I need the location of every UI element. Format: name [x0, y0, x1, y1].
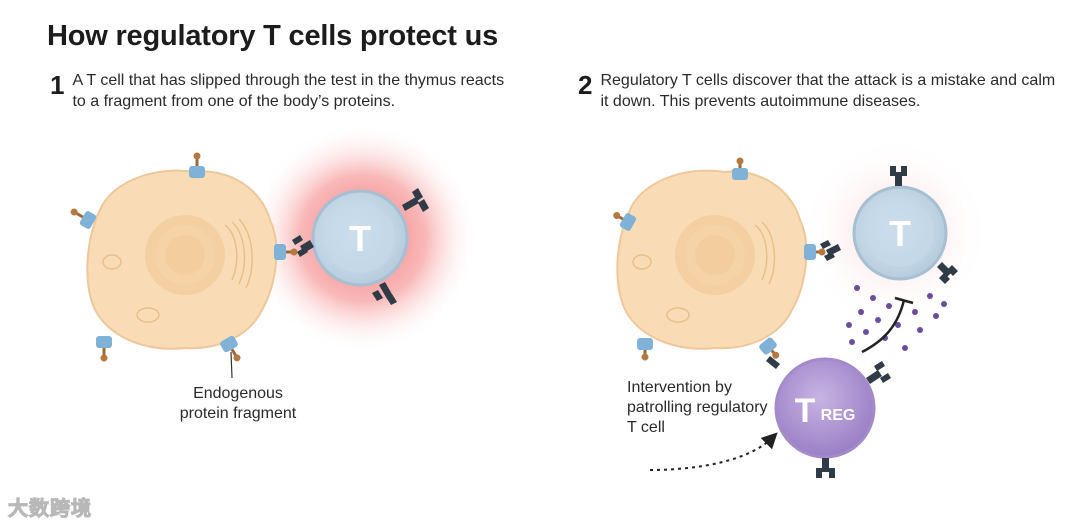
step-1-text: A T cell that has slipped through the te… [72, 72, 505, 110]
step-2-number: 2 [578, 70, 593, 100]
page-title: How regulatory T cells protect us [47, 20, 499, 52]
treg-letter: T [795, 392, 816, 430]
step-1-caption: 1 A T cell that has slipped through the … [50, 68, 512, 112]
panel-2: T T REG [613, 137, 990, 478]
step-2-caption: 2 Regulatory T cells discover that the a… [578, 68, 1065, 112]
organelles-2 [632, 221, 776, 323]
mhc-receptors [70, 152, 298, 362]
fragment-pointer [230, 351, 233, 379]
organelles [102, 218, 253, 323]
intervention-label: Intervention by patrolling regulatory T … [627, 379, 768, 436]
watermark-logo: 大数跨境 [8, 498, 92, 521]
inhibition-arrow [861, 299, 906, 354]
treg-subscript: REG [821, 407, 856, 424]
nucleus [145, 215, 225, 295]
step-2-text: Regulatory T cells discover that the att… [600, 72, 1056, 110]
step-1-number: 1 [50, 70, 65, 100]
t-cell-letter: T [349, 218, 371, 259]
t-cell-receptors [292, 188, 429, 305]
panel-1: T [70, 123, 478, 379]
treg-receptors [766, 356, 891, 478]
t-cell-2: T [852, 185, 948, 281]
intervention-arrow [649, 432, 778, 471]
t-cell: T [311, 189, 409, 287]
treg-cell: T REG [774, 357, 876, 459]
mhc-receptors-2 [613, 157, 826, 361]
cytokine-dots [846, 285, 947, 351]
nucleus-2 [675, 215, 755, 295]
fragment-label: Endogenous protein fragment [179, 385, 297, 422]
t-cell-2-letter: T [889, 213, 911, 254]
inhibition-bar [894, 296, 914, 305]
t-cell-2-receptors [820, 166, 958, 284]
